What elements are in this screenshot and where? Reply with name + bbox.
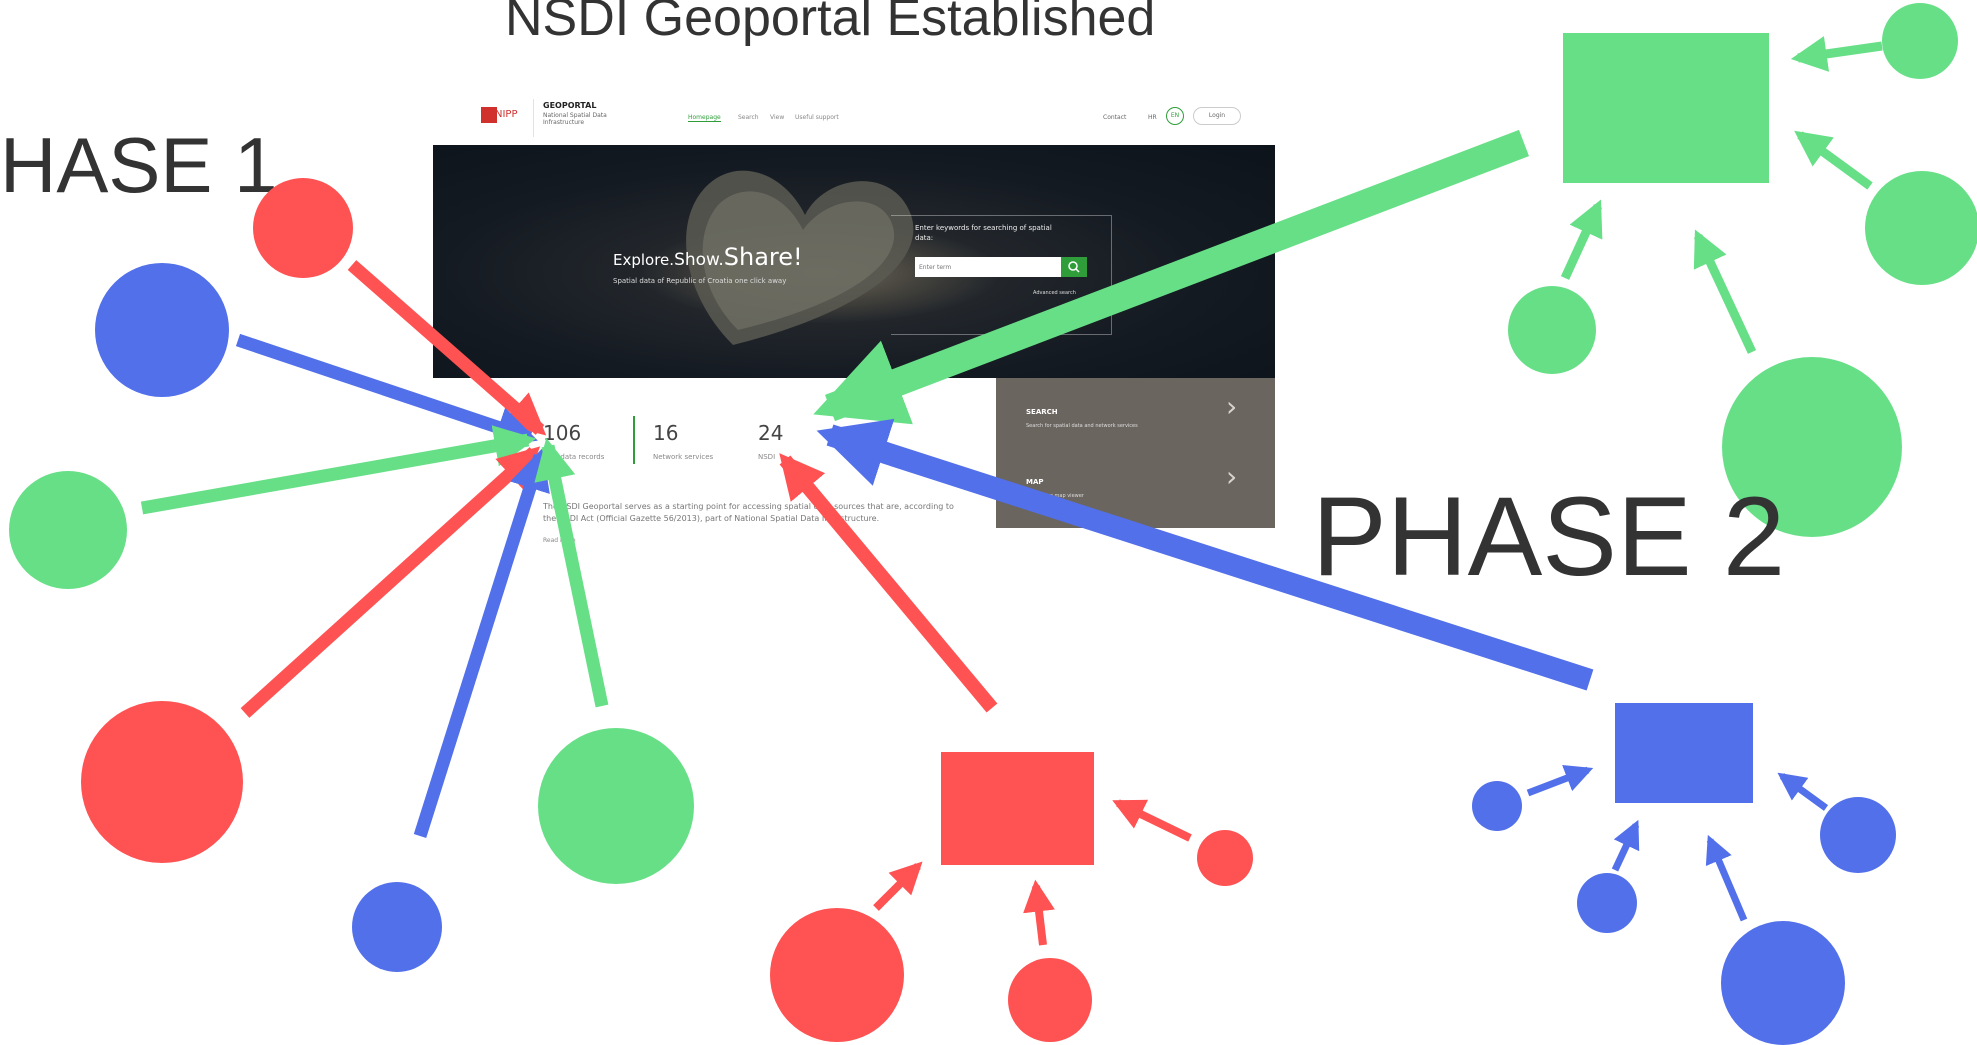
arrow-red-hub-to-nsdi [779,453,998,713]
green-cluster-node-large [1722,357,1902,537]
advanced-search-link[interactable]: Advanced search [1033,290,1076,296]
search-icon[interactable] [1061,257,1087,277]
arrow-blue-node-to-hub [1526,764,1594,797]
heart-island-image [686,170,914,345]
hero-banner: Explore.Show.Share! Spatial data of Repu… [433,145,1275,378]
login-button[interactable]: Login [1193,107,1241,125]
panel-search-title[interactable]: SEARCH [1026,408,1058,416]
arrow-blue-node3-to-hub [1611,819,1640,872]
stats-divider [633,416,635,464]
arrow-blue-small-to-metadata [413,448,550,838]
diagram-title: NSDI Geoportal Established [505,0,1156,47]
blue-cluster-node-large [1721,921,1845,1045]
lang-hr[interactable]: HR [1148,114,1157,121]
nav-view[interactable]: View [770,114,785,121]
red-cluster-node-medium [1008,958,1092,1042]
phase1-node-blue-small [352,882,442,972]
stat-nsdi-count: 24 [758,421,784,445]
panel-search-sub: Search for spatial data and network serv… [1026,423,1138,429]
arrow-red-node2-to-hub [1023,879,1055,946]
phase1-node-green-medium [9,471,127,589]
green-cluster-node-top [1882,3,1958,79]
lang-en[interactable]: EN [1166,107,1184,125]
hero-subtitle: Spatial data of Republic of Croatia one … [613,277,787,285]
nav-search[interactable]: Search [738,114,759,121]
green-cluster-hub [1563,33,1769,183]
arrow-green-to-metadata [140,425,537,515]
stat-services-label: Network services [653,453,714,461]
blue-cluster-node-left [1472,781,1522,831]
arrow-red-node-to-hub [873,861,923,911]
header-divider [533,99,534,137]
geoportal-screenshot: NIPP GEOPORTAL National Spatial Data Inf… [433,91,1275,563]
red-cluster-node-small [1197,830,1253,886]
arrow-green-node4-to-hub [1693,229,1757,354]
arrow-blue-node2-to-hub [1777,772,1829,811]
nav-support[interactable]: Useful support [795,114,839,121]
arrow-red-to-metadata [347,260,547,436]
arrow-green-node3-to-hub [1560,199,1603,280]
arrow-green-node2-to-hub [1794,130,1873,190]
nav-contact[interactable]: Contact [1103,114,1127,121]
search-input[interactable] [915,257,1061,277]
green-cluster-node-right [1865,171,1977,285]
red-cluster-hub [941,752,1094,865]
hero-tagline: Explore.Show.Share! [613,243,803,271]
chevron-right-icon[interactable]: › [1226,390,1238,423]
stat-services-count: 16 [653,421,679,445]
search-prompt: Enter keywords for searching of spatial … [915,224,1052,242]
read-more-link[interactable]: Read more [543,537,576,544]
panel-map-title[interactable]: MAP [1026,478,1044,486]
chevron-right-icon[interactable]: › [1226,460,1238,493]
portal-brand: GEOPORTAL [543,101,597,110]
arrow-red-node3-to-hub [1112,799,1192,842]
arrow-green-hub-to-nsdi [813,129,1529,425]
arrow-blue-node4-to-hub [1705,834,1748,922]
arrow-blue-hub-to-nsdi [816,418,1594,691]
green-cluster-node-left [1508,286,1596,374]
blue-cluster-hub [1615,703,1753,803]
about-text: The NSDI Geoportal serves as a starting … [543,502,954,523]
phase1-node-red-large [81,701,243,863]
arrow-blue-to-metadata [235,333,538,448]
portal-brand-sub: National Spatial Data Infrastructure [543,112,607,126]
blue-cluster-node-bottom [1577,873,1637,933]
nipp-logo-icon [481,107,497,123]
stat-nsdi-label: NSDI [758,453,776,461]
phase1-node-blue-medium [95,263,229,397]
phase1-node-green-large [538,728,694,884]
phase-1-label: HASE 1 [0,121,278,209]
blue-cluster-node-right [1820,797,1896,873]
arrow-green-large-to-metadata [534,437,609,708]
logo-text: NIPP [495,109,518,120]
arrow-red-large-to-metadata [240,446,541,718]
nav-homepage[interactable]: Homepage [688,114,721,122]
phase-2-label: PHASE 2 [1312,474,1786,599]
arrow-green-node-to-hub [1790,36,1883,72]
red-cluster-node-large [770,908,904,1042]
phase1-node-red-small [253,178,353,278]
portal-header [433,91,1275,146]
